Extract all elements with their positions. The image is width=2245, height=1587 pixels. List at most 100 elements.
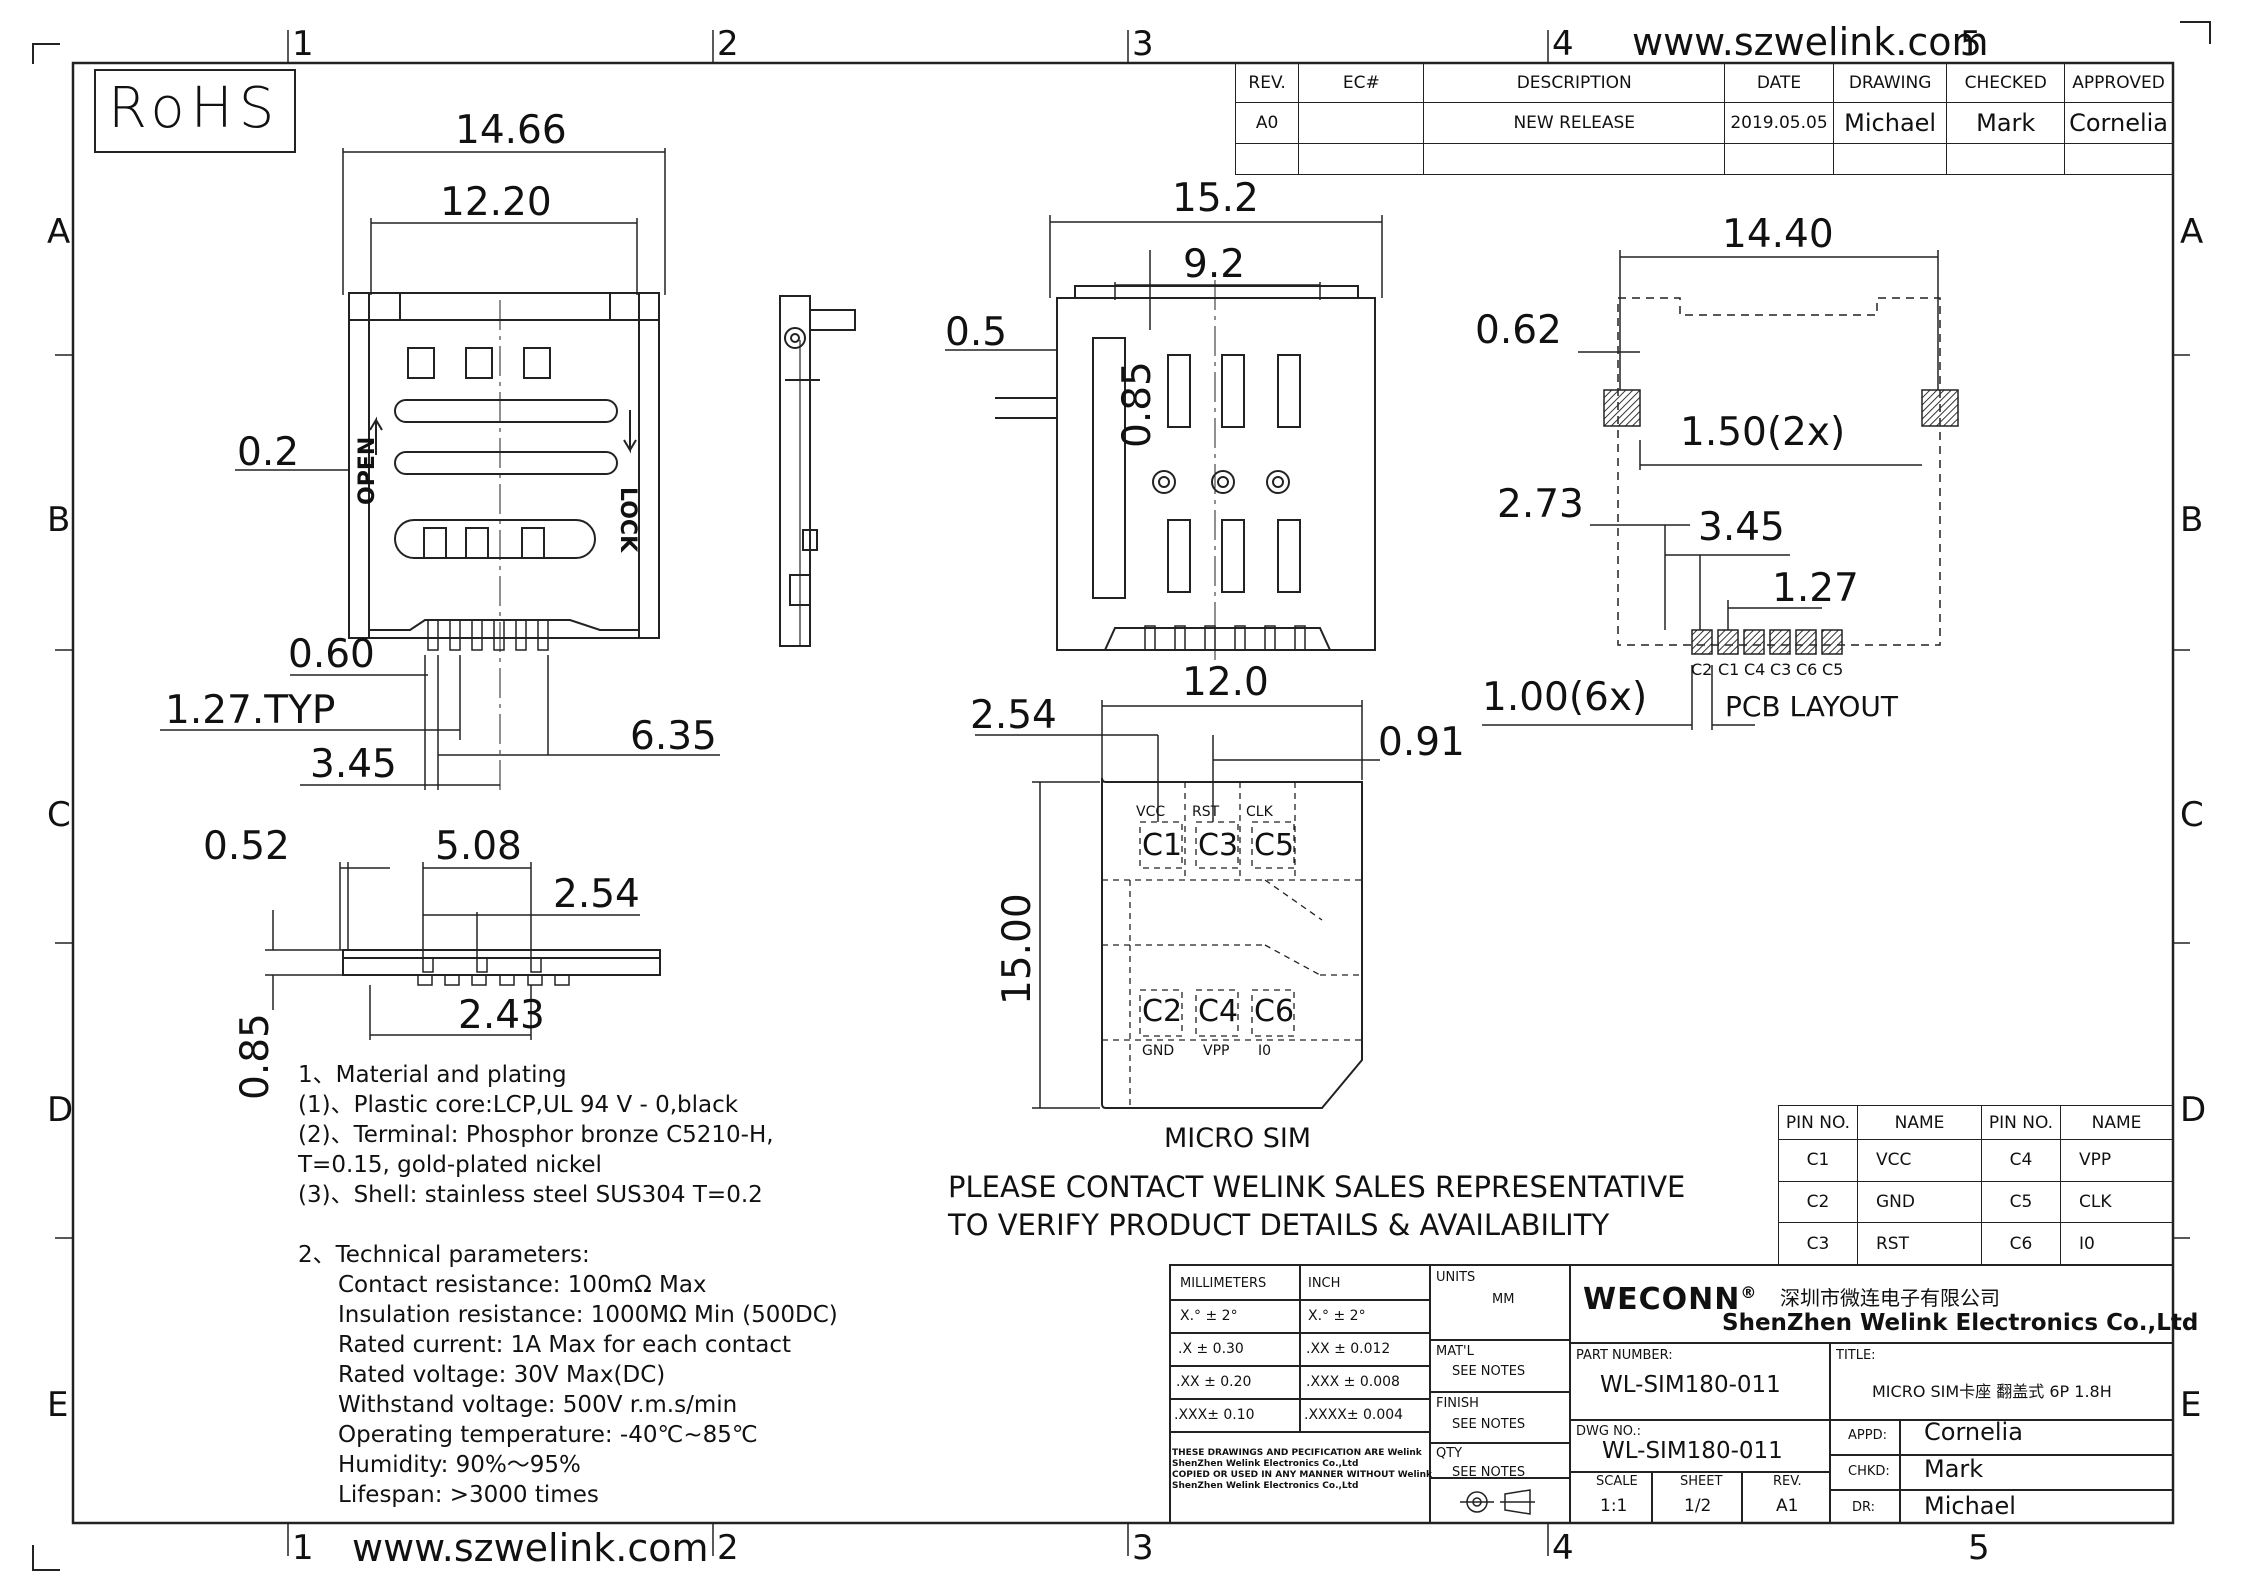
description-header: DESCRIPTION	[1423, 62, 1726, 104]
matl-label: MAT'L	[1436, 1344, 1474, 1359]
tol-mm-1: .X ± 0.30	[1178, 1341, 1244, 1357]
ec-header: EC#	[1298, 62, 1425, 104]
technical-note-8: Lifespan: >3000 times	[338, 1482, 599, 1508]
tol-mm-2: .XX ± 0.20	[1176, 1374, 1252, 1390]
side-view-connector	[779, 295, 856, 647]
tol-mm-0: X.° ± 2°	[1180, 1308, 1238, 1324]
dr-value: Michael	[1924, 1492, 2016, 1520]
drawing-border	[71, 61, 2175, 1525]
rev-value: A0	[1234, 102, 1300, 145]
signal-vcc: VCC	[1136, 804, 1166, 820]
ec-value	[1298, 102, 1425, 145]
name-header-2: NAME	[2060, 1105, 2173, 1140]
name-header-1: NAME	[1857, 1105, 1982, 1140]
weconn-brand: WECONN	[1583, 1282, 1741, 1317]
checked-value: Mark	[1946, 102, 2066, 145]
tol-in-3: .XXXX± 0.004	[1304, 1407, 1404, 1423]
part-number-value: WL-SIM180-011	[1600, 1372, 1781, 1398]
zone-1-bottom: 1	[292, 1528, 314, 1568]
company-cn: 深圳市微连电子有限公司	[1780, 1286, 2000, 1310]
dim-2-43: 2.43	[458, 993, 545, 1038]
zone-3-top: 3	[1132, 24, 1154, 64]
technical-note-3: Rated current: 1A Max for each contact	[338, 1332, 792, 1358]
chkd-value: Mark	[1924, 1455, 1984, 1483]
technical-note-4: Rated voltage: 30V Max(DC)	[338, 1362, 666, 1388]
zone-c-right: C	[2180, 795, 2204, 835]
dim-12-20: 12.20	[440, 180, 552, 225]
units-value: MM	[1492, 1292, 1515, 1307]
pcb-pad-c3: C3	[1770, 660, 1792, 679]
dim-5-08: 5.08	[435, 824, 522, 869]
pcb-pad-c5: C5	[1822, 660, 1844, 679]
rev-block-value: A1	[1776, 1496, 1799, 1516]
pin-header-2: PIN NO.	[1981, 1105, 2061, 1140]
disclaimer-1: THESE DRAWINGS AND PECIFICATION ARE Weli…	[1172, 1448, 1422, 1458]
qty-label: QTY	[1436, 1446, 1463, 1461]
bottom-view-connector	[995, 280, 1376, 660]
disclaimer-4: ShenZhen Welink Electronics Co.,Ltd	[1172, 1481, 1359, 1491]
material-note-0: 1、Material and plating	[298, 1062, 567, 1088]
contact-notice-line-1: PLEASE CONTACT WELINK SALES REPRESENTATI…	[948, 1170, 1686, 1204]
projection-symbol	[1460, 1489, 1535, 1515]
dim-1-00-6x: 1.00(6x)	[1482, 675, 1648, 720]
checked-header: CHECKED	[1946, 62, 2066, 104]
top-view-connector	[348, 292, 660, 790]
sheet-value: 1/2	[1684, 1496, 1712, 1516]
tol-mm-3: .XXX± 0.10	[1174, 1407, 1255, 1423]
dim-6-35: 6.35	[630, 714, 717, 759]
dim-3-45: 3.45	[310, 742, 397, 787]
zone-a-right: A	[2180, 212, 2204, 252]
appd-value: Cornelia	[1924, 1418, 2023, 1446]
pin-c5-name: CLK	[2060, 1180, 2173, 1224]
zone-d-right: D	[2180, 1090, 2207, 1130]
technical-note-2: Insulation resistance: 1000MΩ Min (500DC…	[338, 1302, 838, 1328]
zone-5-top: 5	[1960, 24, 1982, 64]
dim-2-54-front: 2.54	[553, 872, 640, 917]
pin-c5: C5	[1981, 1180, 2061, 1224]
matl-value: SEE NOTES	[1452, 1364, 1526, 1379]
zone-e-left: E	[47, 1385, 69, 1425]
pin-c4: C4	[1981, 1139, 2061, 1182]
zone-c-left: C	[47, 795, 71, 835]
zone-d-left: D	[47, 1090, 74, 1130]
material-note-3: T=0.15, gold-plated nickel	[298, 1152, 602, 1178]
zone-3-bottom: 3	[1132, 1528, 1154, 1568]
zone-b-left: B	[47, 500, 71, 540]
website-bottom[interactable]: www.szwelink.com	[352, 1526, 709, 1570]
dim-1-27-typ: 1.27.TYP	[165, 688, 336, 733]
pin-c6: C6	[1981, 1222, 2061, 1265]
material-notes: 1、Material and plating (1)、Plastic core:…	[298, 1060, 774, 1210]
approved-value: Cornelia	[2064, 102, 2173, 145]
pcb-pad-c2: C2	[1691, 660, 1713, 679]
part-number-label: PART NUMBER:	[1576, 1348, 1673, 1363]
material-note-4: (3)、Shell: stainless steel SUS304 T=0.2	[298, 1182, 763, 1208]
dim-0-85-bottom: 0.85	[1115, 361, 1160, 448]
contact-c4: C4	[1198, 994, 1239, 1029]
pin-c6-name: I0	[2060, 1222, 2173, 1265]
zone-5-bottom: 5	[1968, 1528, 1990, 1568]
inch-header: INCH	[1308, 1276, 1341, 1291]
zone-2-top: 2	[717, 24, 739, 64]
dim-12-0: 12.0	[1182, 660, 1269, 705]
contact-notice: PLEASE CONTACT WELINK SALES REPRESENTATI…	[948, 1168, 1685, 1244]
pin-c2: C2	[1778, 1180, 1858, 1224]
appd-label: APPD:	[1848, 1428, 1887, 1443]
disclaimer-2: ShenZhen Welink Electronics Co.,Ltd	[1172, 1459, 1359, 1469]
dim-15-00: 15.00	[995, 893, 1040, 1005]
tol-in-0: X.° ± 2°	[1308, 1308, 1366, 1324]
zone-b-right: B	[2180, 500, 2204, 540]
contact-c6: C6	[1254, 994, 1295, 1029]
technical-note-1: Contact resistance: 100mΩ Max	[338, 1272, 707, 1298]
title-block-grid	[1169, 1264, 2174, 1524]
contact-c3: C3	[1198, 828, 1239, 863]
dim-1-27-pcb: 1.27	[1772, 566, 1859, 611]
contact-notice-line-2: TO VERIFY PRODUCT DETAILS & AVAILABILITY	[948, 1208, 1610, 1242]
dim-2-73: 2.73	[1497, 482, 1584, 527]
contact-c1: C1	[1142, 828, 1183, 863]
zone-a-left: A	[47, 212, 71, 252]
dim-2-54-sim: 2.54	[970, 693, 1057, 738]
mm-header: MILLIMETERS	[1180, 1276, 1267, 1291]
website-top[interactable]: www.szwelink.com	[1632, 20, 1989, 64]
scale-value: 1:1	[1600, 1496, 1628, 1516]
